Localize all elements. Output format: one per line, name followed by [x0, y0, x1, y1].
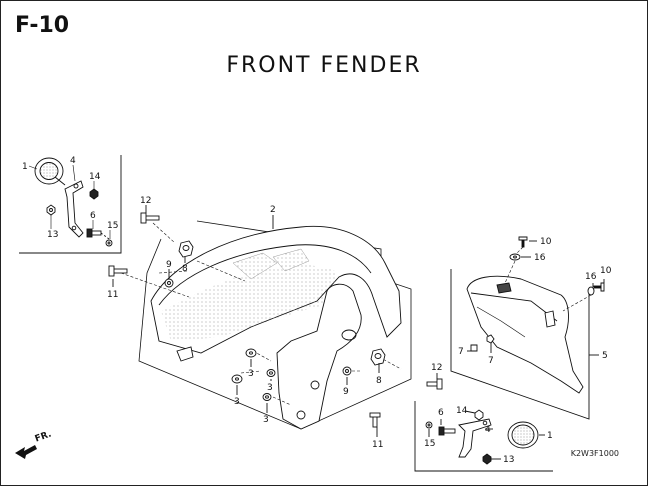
callout-10-right: 10 [600, 266, 612, 276]
callout-13-right: 13 [503, 455, 514, 465]
callout-16-right: 16 [585, 272, 597, 282]
front-fender-group [108, 205, 443, 437]
front-direction-arrow [15, 445, 37, 459]
callout-14-left: 14 [89, 172, 101, 182]
callout-6-right: 6 [438, 408, 444, 418]
figure-code: K2W3F1000 [570, 449, 619, 458]
callout-14-right: 14 [456, 406, 468, 416]
callout-4-right: 4 [485, 425, 491, 435]
callout-1-left: 1 [22, 162, 28, 172]
callout-9-left: 9 [166, 260, 172, 270]
callout-numbers: 1 4 14 13 6 15 12 2 11 8 9 3 3 3 3 9 8 1… [22, 156, 612, 465]
callout-8-left: 8 [182, 264, 188, 274]
callout-1-right: 1 [547, 431, 553, 441]
callout-3-a: 3 [248, 369, 254, 379]
callout-4-left: 4 [70, 156, 76, 166]
callout-5: 5 [602, 351, 608, 361]
callout-2: 2 [270, 205, 276, 215]
callout-3-d: 3 [263, 415, 269, 425]
callout-9-right: 9 [343, 387, 349, 397]
callout-15-right: 15 [424, 439, 435, 449]
callout-16-top: 16 [534, 253, 546, 263]
callout-7-b: 7 [488, 356, 494, 366]
callout-8-right: 8 [376, 376, 382, 386]
callout-12-left: 12 [140, 196, 151, 206]
right-reflector-group [414, 401, 553, 472]
inner-fender-group [450, 236, 605, 420]
callout-11-right: 11 [372, 440, 383, 450]
callout-6-left: 6 [90, 211, 96, 221]
callout-13-left: 13 [47, 230, 58, 240]
section-code: F-10 [15, 13, 70, 38]
callout-3-b: 3 [234, 397, 240, 407]
callout-11-left: 11 [107, 290, 118, 300]
left-reflector-group [19, 155, 122, 254]
callout-7-a: 7 [458, 347, 464, 357]
diagram-title: FRONT FENDER [226, 53, 422, 78]
callout-12-right: 12 [431, 363, 442, 373]
callout-15-left: 15 [107, 221, 118, 231]
callout-3-c: 3 [267, 383, 273, 393]
callout-10-top: 10 [540, 237, 552, 247]
